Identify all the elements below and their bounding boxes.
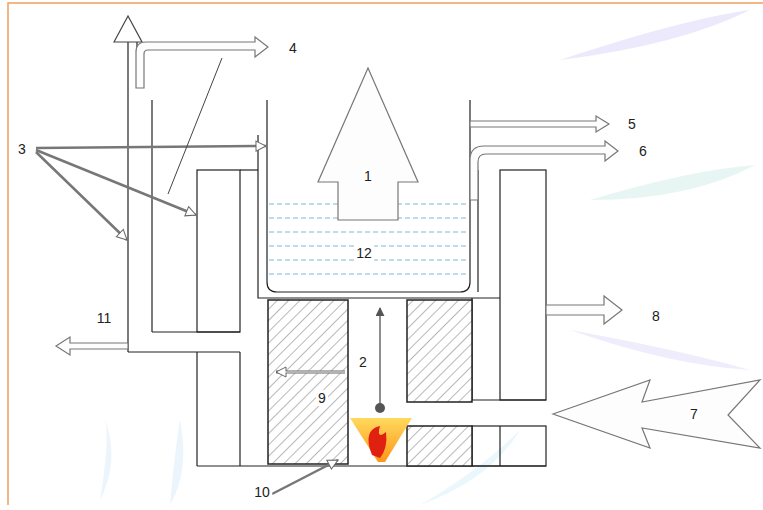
heat-arrow-core xyxy=(282,372,345,373)
callout-number: 11 xyxy=(95,310,114,326)
stove-body xyxy=(128,40,546,466)
callout-number: 2 xyxy=(357,354,369,370)
callout-number: 10 xyxy=(252,484,272,500)
callout-number: 4 xyxy=(287,40,299,56)
flow-arrows xyxy=(56,37,760,448)
heat-arrow xyxy=(276,371,345,374)
callout-number: 5 xyxy=(626,116,638,132)
callout-number: 12 xyxy=(354,245,374,261)
callout-number: 3 xyxy=(16,141,28,157)
flame xyxy=(350,308,412,462)
air-arrows xyxy=(36,146,338,494)
callout-number: 1 xyxy=(362,168,374,184)
leader-line xyxy=(168,58,222,194)
callout-number: 7 xyxy=(688,406,700,422)
insulation-blocks xyxy=(268,300,472,466)
frame xyxy=(8,3,763,505)
exhaust-arrow xyxy=(114,16,142,42)
callout-number: 8 xyxy=(650,308,662,324)
callout-number: 9 xyxy=(316,390,328,406)
callout-number: 6 xyxy=(637,143,649,159)
